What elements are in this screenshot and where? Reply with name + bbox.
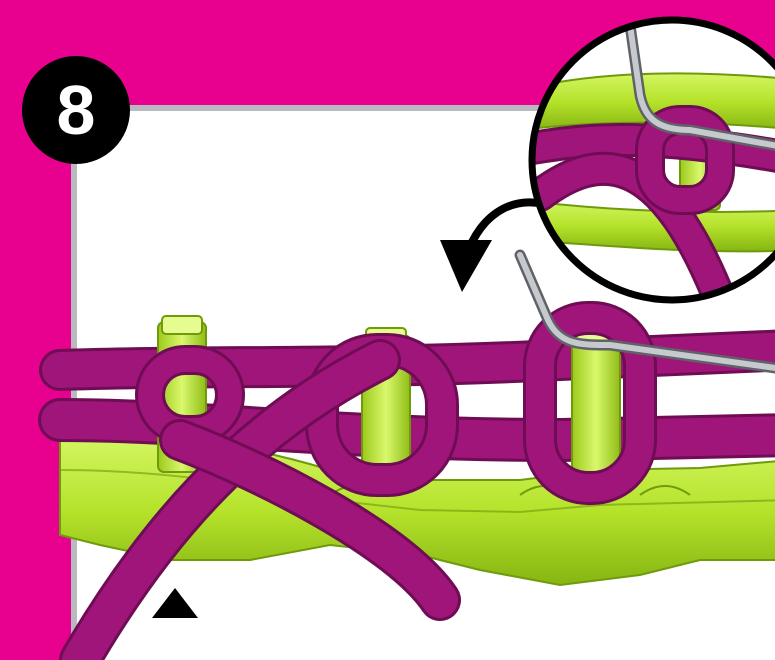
step-number-label: 8 xyxy=(57,75,96,145)
step-number-badge: 8 xyxy=(22,56,130,164)
